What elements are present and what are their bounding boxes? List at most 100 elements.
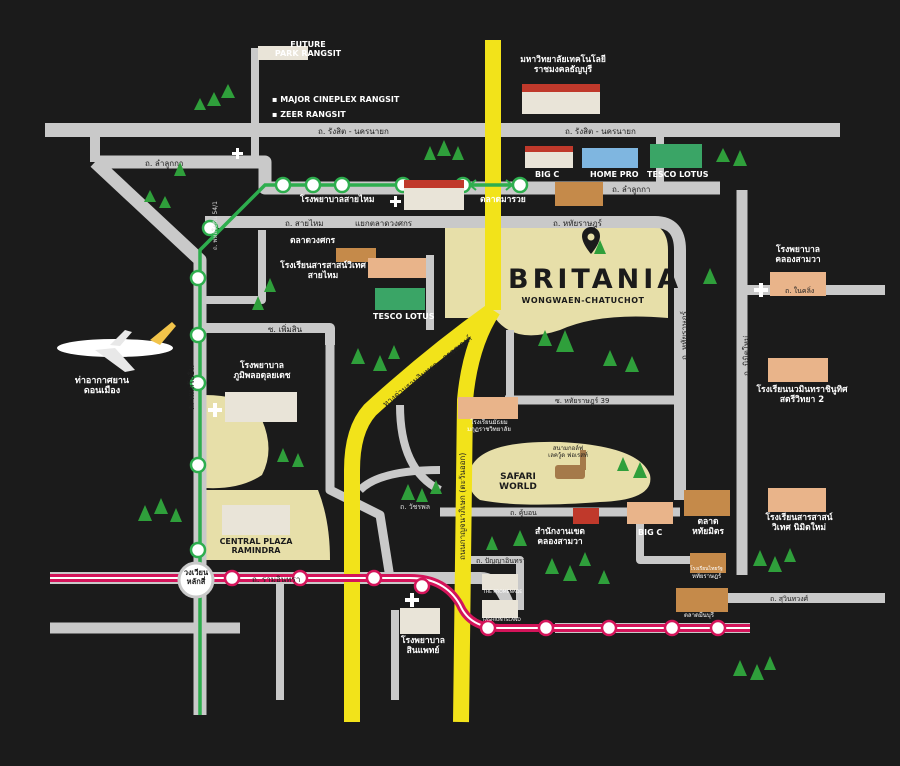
tree-icon: [563, 565, 577, 581]
road-label-panya-inthra: ถ. ปัญญาอินทรา: [476, 557, 527, 565]
tree-icon: [784, 548, 796, 562]
tree-icon: [138, 505, 152, 521]
tree-icon: [277, 448, 289, 462]
building-icon: [375, 288, 425, 310]
tree-icon: [174, 162, 186, 176]
monorail-station: [365, 569, 383, 587]
label-bhumibol-hospital: โรงพยาบาลภูมิพลอดุลยเดช: [233, 361, 291, 381]
label-talat-wongsakorn: ตลาดวงศกร: [290, 236, 336, 246]
tree-icon: [538, 330, 552, 346]
building-icon: [258, 46, 308, 60]
label-khlong-sam-wa-hospital: โรงพยาบาลคลองสามวา: [775, 245, 821, 265]
building-icon: [225, 392, 297, 422]
building-icon: [627, 502, 673, 524]
tree-icon: [764, 656, 776, 670]
building-icon: [400, 608, 440, 634]
monorail-station: [537, 619, 555, 637]
road-label-rangsit-nakhonnayok: ถ. รังสิต - นครนายก: [318, 127, 389, 136]
expressway-west-branch: [344, 303, 498, 722]
tree-icon: [351, 348, 365, 364]
bts-station: [189, 456, 207, 474]
road-label-lam-luk-ka: ถ. ลำลูกกา: [145, 159, 184, 168]
label-school-small: โรงเรียนไทยรัฐ: [690, 566, 723, 572]
road-label-hathai-rat: ถ. หทัยราษฎร์: [553, 219, 602, 228]
tree-icon: [768, 556, 782, 572]
road-label-watcharaphon: ถ. วัชรพล: [400, 503, 431, 511]
tree-icon: [207, 92, 221, 106]
road-label-min-buri: ถ. ในคลิ่ง: [785, 287, 815, 295]
monorail-station: [600, 619, 618, 637]
safari-animals-icon: [555, 450, 586, 479]
building-icon: [482, 574, 518, 590]
tree-icon: [703, 268, 717, 284]
label-lak-si-circle: วงเวียนหลักสี่: [183, 568, 209, 586]
tree-icons: [138, 84, 796, 680]
monorail-station: [413, 577, 431, 595]
tree-icon: [252, 296, 264, 310]
building-icon: [336, 248, 376, 262]
label-promenade: THE PROMENADE: [483, 590, 523, 595]
project-brand: BRITANIA WONGWAEN-CHATUCHOT: [508, 264, 678, 305]
tree-icon: [617, 457, 629, 471]
bts-station: [333, 176, 351, 194]
pink-line-stations: [223, 569, 727, 637]
monorail-station: [223, 569, 241, 587]
tree-icon: [424, 146, 436, 160]
road-label-rangsit-nakhonnayok: ถ. รังสิต - นครนายก: [565, 127, 636, 136]
tree-icon: [264, 278, 276, 292]
tree-icon: [579, 552, 591, 566]
tree-icon: [221, 84, 235, 98]
building-icon: [222, 505, 290, 535]
hospital-cross-icon: [208, 403, 222, 417]
hospital-cross-icon: [405, 593, 419, 607]
building-icon: [458, 397, 518, 419]
tree-icon: [401, 484, 415, 500]
green-line-arrow: [468, 179, 514, 191]
road-label-phahon-54: ถ. พหลโยธิน 54/1: [212, 201, 219, 250]
tree-icon: [194, 98, 206, 110]
tree-icon: [430, 480, 442, 494]
tree-icon: [170, 508, 182, 522]
label-school-mongkut: โรงเรียนมัธยมมกุฏราชวิทยาลัย: [467, 419, 511, 433]
building-icon: [768, 488, 826, 512]
label-talat-maruay: ตลาดมารวย: [480, 195, 526, 205]
label-tesco-lotus-top: TESCO LOTUS: [647, 170, 709, 179]
green-line: [198, 183, 520, 715]
tree-icon: [633, 462, 647, 478]
tree-icon: [154, 498, 168, 514]
bts-station: [201, 219, 219, 237]
road-label-lam-luk-ka: ถ. ลำลูกกา: [612, 185, 651, 194]
label-hathai-small: หทัยราษฎร์: [692, 573, 722, 580]
road-label-hathai-39: ซ. หทัยราษฎร์ 39: [555, 397, 610, 405]
lak-si-circle: [177, 561, 215, 599]
label-big-c-bottom: BIG C: [638, 528, 663, 537]
tree-icon: [598, 570, 610, 584]
tree-icon: [452, 146, 464, 160]
tree-icon: [594, 240, 606, 254]
hospital-cross-icon: [754, 283, 768, 297]
label-home-pro: HOME PRO: [590, 170, 639, 179]
building-icon: [770, 272, 826, 296]
tree-icon: [144, 190, 156, 202]
location-pin-icon: [582, 227, 600, 254]
hospital-cross-icon: [390, 196, 401, 207]
tree-icon: [716, 148, 730, 162]
label-nawamin-school: โรงเรียนนวมินทราชินูทิศสตรีวิทยา 2: [756, 385, 848, 405]
building-icon: [650, 144, 702, 168]
label-hathai-market: ตลาดหทัยมิตร: [692, 517, 724, 537]
label-golf-course: สนามกอล์ฟเลควู้ด ฟอเรสท์: [548, 445, 588, 459]
bts-station: [511, 176, 529, 194]
road-label-intersection: แยกตลาดวงศกร: [355, 219, 413, 228]
building-icon: [768, 358, 828, 382]
label-sarasas-nimit: โรงเรียนสารสาสน์วิเทศ นิมิตใหม่: [765, 513, 833, 533]
label-major-cineplex: MAJOR CINEPLEX RANGSIT: [272, 95, 399, 104]
tree-icon: [373, 355, 387, 371]
road-sai-mai-south: [205, 230, 266, 304]
road-label-hathai-rat-vertical: ถ. หทัยราษฎร์: [680, 311, 689, 360]
road-label-phahon-yothin: ถ. พหลโยธิน: [187, 365, 196, 410]
bts-station: [189, 541, 207, 559]
building-icon: [690, 553, 726, 573]
green-line-stations: [189, 176, 529, 559]
